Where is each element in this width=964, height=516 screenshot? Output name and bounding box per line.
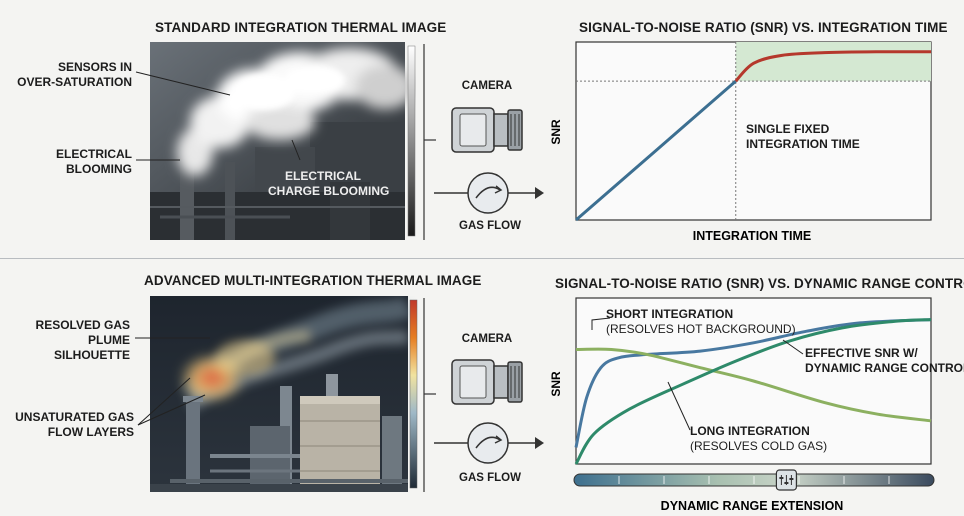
top-chart-title: SIGNAL-TO-NOISE RATIO (SNR) VS. INTEGRAT…: [579, 20, 948, 35]
gas-flow-icon: [434, 172, 544, 214]
bottom-bracket: [423, 298, 436, 492]
snr-vs-dynamic-range-chart: SNR DYNAMIC RANGE EXTENSION: [549, 297, 935, 513]
bottom-camera-label: CAMERA: [461, 333, 513, 345]
standard-thermal-image: [150, 42, 416, 240]
snr-vs-integration-chart: SNR INTEGRATION TIME: [549, 41, 932, 243]
callout-unsaturated-gas-layers: UNSATURATED GAS FLOW LAYERS: [15, 410, 134, 439]
top-camera-label: CAMERA: [461, 80, 513, 92]
gas-flow-icon: [434, 422, 544, 464]
bottom-y-axis-label: SNR: [549, 371, 563, 397]
effective-snr-line: [574, 318, 932, 465]
callout-resolved-gas-plume: RESOLVED GAS PLUME SILHOUETTE: [35, 318, 130, 362]
effective-snr-annotation: EFFECTIVE SNR W/ DYNAMIC RANGE CONTROL: [805, 346, 964, 375]
section-divider: [0, 258, 964, 259]
callout-charge-blooming: ELECTRICAL CHARGE BLOOMING: [268, 169, 390, 198]
bottom-image-title: ADVANCED MULTI-INTEGRATION THERMAL IMAGE: [144, 273, 482, 288]
top-x-axis-label: INTEGRATION TIME: [693, 229, 812, 243]
short-integration-line: [574, 318, 932, 448]
top-bracket: [423, 44, 436, 240]
bottom-chart-title: SIGNAL-TO-NOISE RATIO (SNR) VS. DYNAMIC …: [555, 276, 964, 291]
camera-icon: [451, 107, 523, 153]
dynamic-range-slider-thumb[interactable]: [775, 469, 797, 491]
single-fixed-integration-annotation: SINGLE FIXED INTEGRATION TIME: [746, 122, 860, 151]
callout-sensors-oversaturation: SENSORS IN OVER-SATURATION: [17, 60, 132, 89]
top-image-title: STANDARD INTEGRATION THERMAL IMAGE: [155, 20, 447, 35]
bottom-gas-flow-label: GAS FLOW: [459, 472, 521, 484]
short-integration-annotation: SHORT INTEGRATION (RESOLVES HOT BACKGROU…: [606, 307, 796, 336]
camera-icon: [451, 359, 523, 405]
callout-electrical-blooming: ELECTRICAL BLOOMING: [56, 147, 132, 176]
advanced-thermal-image: [150, 296, 418, 492]
snr-saturated-line: [734, 50, 932, 83]
top-y-axis-label: SNR: [549, 119, 563, 145]
dynamic-range-extension-label: DYNAMIC RANGE EXTENSION: [661, 499, 844, 513]
long-integration-annotation: LONG INTEGRATION (RESOLVES COLD GAS): [690, 424, 828, 453]
top-gas-flow-label: GAS FLOW: [459, 220, 521, 232]
long-integration-line: [575, 347, 932, 423]
saturation-region: [735, 42, 931, 82]
snr-linear-line: [575, 80, 737, 222]
